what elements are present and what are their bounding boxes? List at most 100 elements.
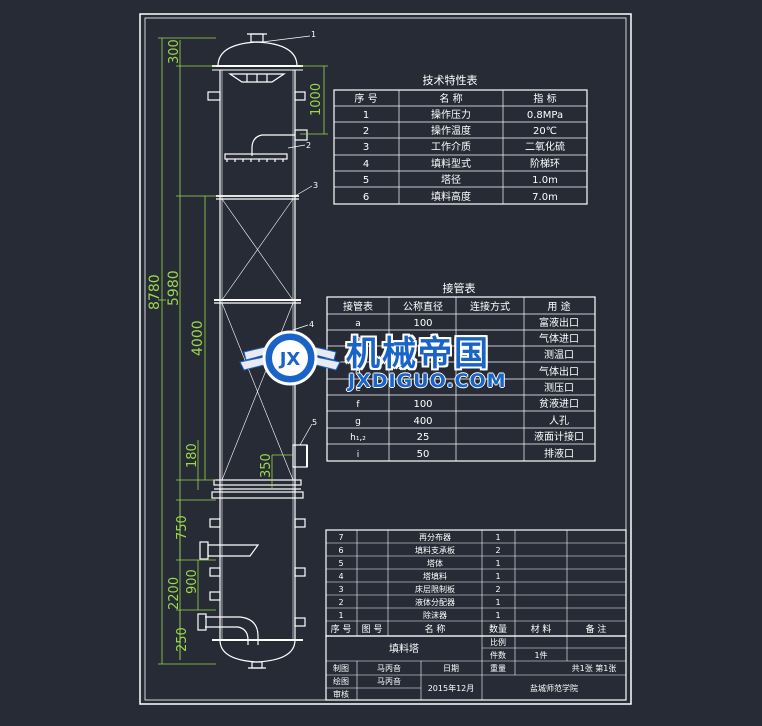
bom-cell: 塔填料 [423,571,447,581]
bom-cell: 2 [338,598,343,607]
dim-4000: 4000 [190,320,206,356]
bom-cell: 1 [495,598,500,607]
count-label: 件数 [490,650,506,660]
spec-cell: 4 [363,159,369,170]
spec-cell: 操作压力 [431,108,471,121]
spec-cell: 填料高度 [431,190,471,203]
callout-3: 3 [313,181,318,190]
watermark-logo: JX 机械帝国 JXDIGUO.COM [232,322,532,400]
spec-cell: 5 [363,175,369,186]
spec-header-0: 序 号 [354,92,377,105]
dim-180: 180 [185,443,200,468]
spec-cell: 阶梯环 [530,157,560,170]
nozzle-cell: 贫液进口 [539,397,579,410]
winged-gear-icon: JX [239,330,341,386]
bom-header: 备 注 [586,623,607,635]
dim-900: 900 [185,569,200,594]
nozzle-cell: f [356,400,360,410]
drawing-name: 填料塔 [389,642,419,655]
callout-labels: 1 2 3 4 5 [306,30,318,427]
nozzle-cell: b [355,335,361,345]
scale-label: 比例 [490,637,506,647]
nozzle-cell: 测压口 [544,381,574,394]
nozzle-header-3: 用 途 [547,300,570,313]
badge-text: JX [278,349,301,370]
bom-cell: 2 [495,585,500,594]
bom-cell: 1 [338,611,343,620]
spec-cell: 6 [363,192,369,203]
nozzle-cell: 测温口 [544,348,574,361]
nozzle-cell: 100 [413,399,432,410]
dim-2200: 2200 [167,577,182,610]
bom-header: 材 料 [531,623,552,635]
spec-cell: 0.8MPa [527,110,563,121]
nozzle-cell: 人孔 [549,415,569,427]
nozzle-cell: 气体进口 [539,332,579,345]
callout-1: 1 [311,30,316,39]
nozzle-cell: c [356,351,361,361]
bom-cell: 1 [495,533,500,542]
dim-250: 250 [175,627,190,652]
spec-cell: 操作温度 [431,124,471,137]
dim-350: 350 [259,453,274,478]
bill-of-materials: 7 再分布器 1 6 填料支承板 2 5 塔体 1 4 塔填料 1 3 床层限制… [325,529,627,637]
callout-leaders [261,35,313,446]
bom-cell: 床层限制板 [415,584,455,594]
spec-cell: 3 [363,142,369,153]
spec-cell: 1 [363,110,369,121]
nozzle-cell: d [355,368,361,378]
bom-cell: 再分布器 [419,532,451,542]
bom-cell: 1 [495,572,500,581]
spec-cell: 工作介质 [431,141,471,153]
dim-5980: 5980 [166,270,182,306]
draft-name: 马丙音 [377,676,401,686]
check-label: 审核 [333,689,349,699]
nozzle-header-2: 连接方式 [470,300,510,313]
spec-cell: 二氧化硫 [525,140,565,153]
spec-cell: 20℃ [533,126,557,137]
nozzle-cell: i [357,450,360,460]
bom-header: 图 号 [362,624,383,635]
dim-8780: 8780 [147,274,163,310]
nozzle-table: 接管表 公称直径 连接方式 用 途 a 100 富液出口 b 气体进口 c 测温… [326,296,596,462]
drawn-label: 制图 [333,663,349,673]
drawn-name: 马丙音 [377,663,401,673]
spec-cell: 2 [363,126,369,137]
watermark-title: 机械帝国 [346,334,490,374]
bom-cell: 5 [338,559,343,568]
bom-cell: 塔体 [427,558,443,568]
bom-header: 名 称 [425,623,446,635]
dimension-lines [158,37,328,665]
bom-cell: 6 [338,546,343,555]
bom-cell: 除沫器 [423,610,447,620]
draft-label: 绘图 [333,676,349,686]
bom-cell: 填料支承板 [415,545,455,555]
dim-300: 300 [167,39,182,64]
drawing-frame-outer [139,13,632,705]
callout-5: 5 [312,418,317,427]
bom-cell: 液体分配器 [415,597,455,607]
bom-cell: 7 [338,533,343,542]
dim-750: 750 [175,515,190,540]
watermark-subtitle: JXDIGUO.COM [348,370,507,392]
bom-header: 数量 [489,623,507,635]
sheets-info: 共1张 第1张 [572,663,617,673]
nozzle-cell: g [355,417,361,427]
spec-table-title: 技术特性表 [423,73,478,87]
nozzle-cell: 液面计接口 [534,430,584,443]
nozzle-header-0: 接管表 [343,300,373,313]
count-value: 1件 [534,650,547,660]
nozzle-cell: 50 [417,449,430,460]
dim-1000: 1000 [309,83,324,116]
spec-header-1: 名 称 [439,92,462,105]
bom-cell: 2 [495,546,500,555]
school-name: 盐城师范学院 [530,683,578,693]
bom-header: 序 号 [331,623,352,635]
nozzle-cell: a [355,319,361,329]
nozzle-cell: 富液出口 [539,316,579,329]
nozzle-cell: 400 [413,416,432,427]
nozzle-table-title: 接管表 [443,281,476,295]
nozzle-header-1: 公称直径 [403,300,443,313]
bom-cell: 1 [495,611,500,620]
